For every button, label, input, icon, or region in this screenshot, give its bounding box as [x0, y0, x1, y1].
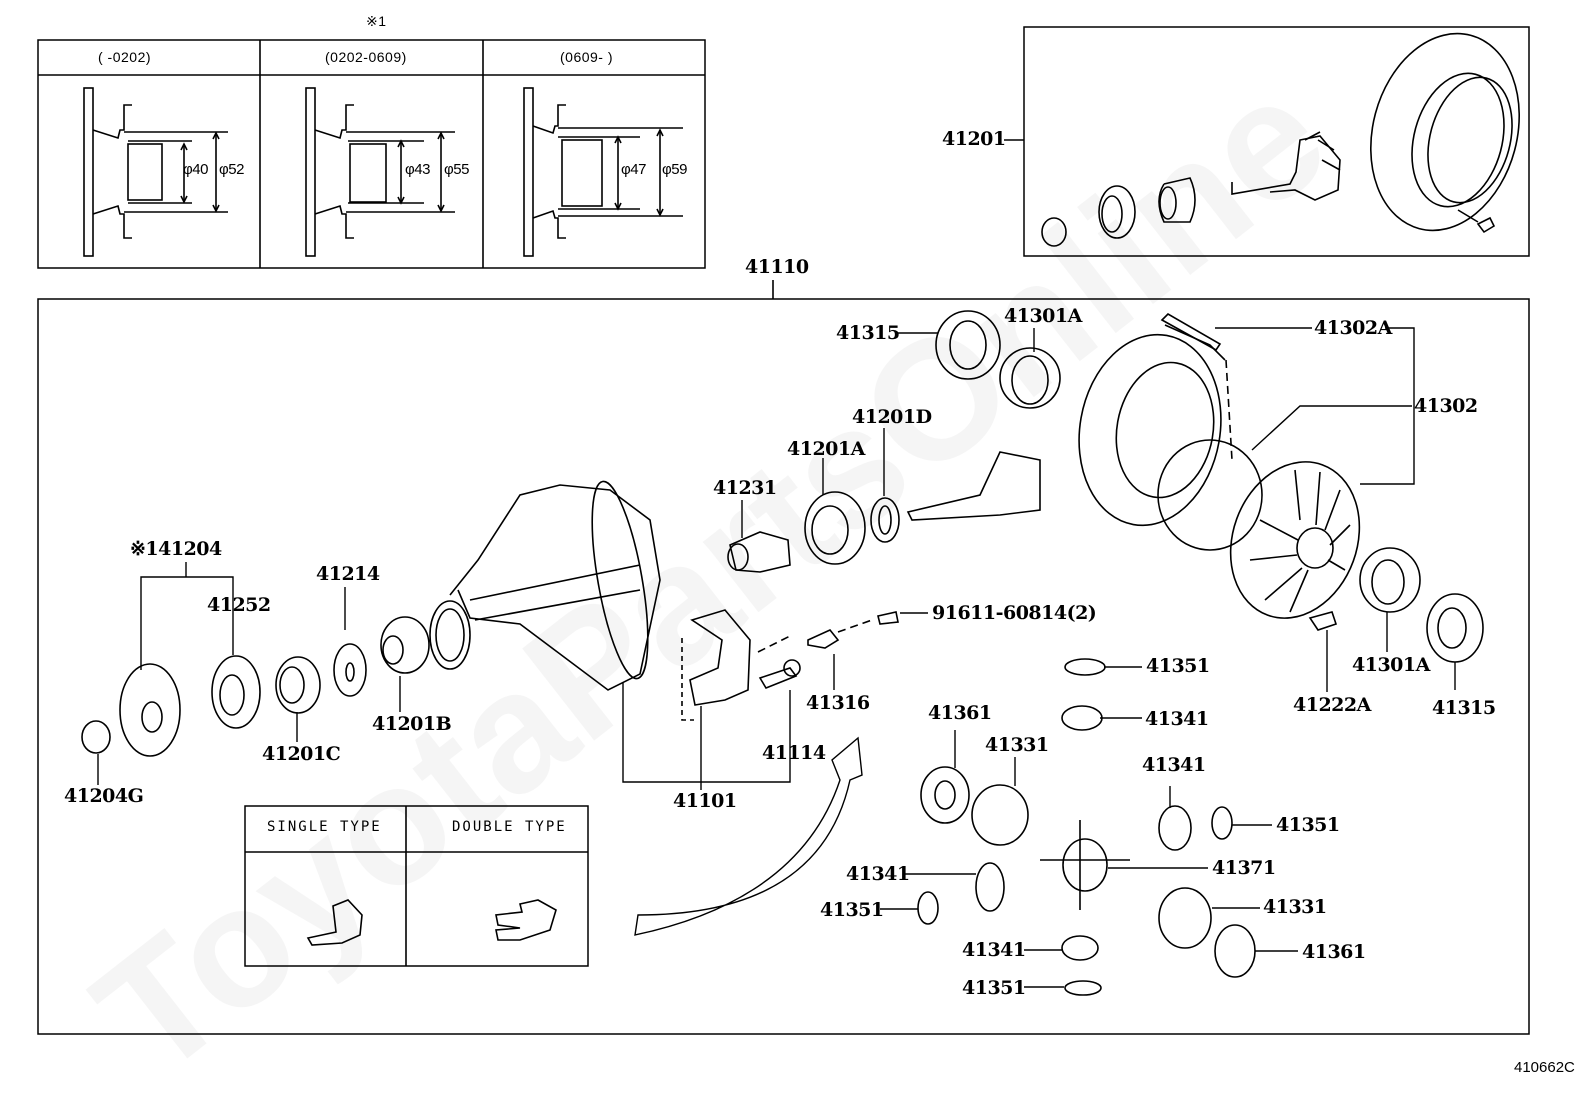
bearing-cap-drawing — [681, 609, 801, 721]
part-label-41351[interactable]: 41351 — [820, 899, 884, 921]
part-label-91611-60814[interactable]: 91611-60814(2) — [932, 602, 1097, 624]
variant-3-outer-dim: φ59 — [662, 161, 687, 178]
flange-section-3 — [523, 87, 683, 257]
part-label-41316[interactable]: 41316 — [806, 692, 870, 714]
part-label-41351[interactable]: 41351 — [1146, 655, 1210, 677]
leader-lines — [97, 327, 1456, 988]
kit-small-parts — [1041, 177, 1496, 247]
part-label-41101[interactable]: 41101 — [673, 790, 737, 812]
variant-header-2: (0202-0609) — [325, 49, 407, 65]
variant-table — [37, 39, 706, 269]
pinion-ring-gear-kit-box — [1004, 26, 1530, 257]
part-label-41301A[interactable]: 41301A — [1004, 305, 1082, 327]
part-label-41361[interactable]: 41361 — [1302, 941, 1366, 963]
diff-internal-parts-drawing — [917, 658, 1256, 996]
left-parts-drawing — [81, 616, 430, 757]
main-assembly-box — [37, 280, 1530, 1035]
part-label-41252[interactable]: 41252 — [207, 594, 271, 616]
part-label-41231[interactable]: 41231 — [713, 477, 777, 499]
flange-section-2 — [305, 87, 455, 257]
part-label-41222A[interactable]: 41222A — [1293, 694, 1371, 716]
ring-gear-main-drawing — [1078, 313, 1233, 527]
part-label-41302A[interactable]: 41302A — [1314, 317, 1392, 339]
variant-1-outer-dim: φ52 — [219, 161, 244, 178]
note-mark: ※1 — [366, 13, 387, 29]
bracket-type-table — [244, 805, 589, 967]
part-label-41201C[interactable]: 41201C — [262, 743, 341, 765]
part-label-41361[interactable]: 41361 — [928, 702, 992, 724]
part-label-41201B[interactable]: 41201B — [372, 713, 452, 735]
right-bearings-drawing — [935, 310, 1484, 663]
part-label-41371[interactable]: 41371 — [1212, 857, 1276, 879]
carrier-housing-drawing — [429, 480, 661, 691]
part-label-41204G[interactable]: 41204G — [64, 785, 144, 807]
part-label-41302[interactable]: 41302 — [1414, 395, 1478, 417]
part-label-41201[interactable]: 41201 — [942, 128, 1006, 150]
part-label-41331[interactable]: 41331 — [985, 734, 1049, 756]
part-label-41341[interactable]: 41341 — [962, 939, 1026, 961]
part-label-41315[interactable]: 41315 — [836, 322, 900, 344]
variant-header-1: ( -0202) — [98, 49, 152, 65]
part-label-41201D[interactable]: 41201D — [852, 406, 932, 428]
part-label-41301A-lower[interactable]: 41301A — [1352, 654, 1430, 676]
single-type-header: SINGLE TYPE — [267, 819, 382, 835]
part-label-41214[interactable]: 41214 — [316, 563, 380, 585]
part-label-41204[interactable]: ※141204 — [130, 538, 222, 560]
assembly-direction-arrow — [634, 736, 863, 936]
flange-section-1 — [83, 87, 228, 257]
variant-3-inner-dim: φ47 — [621, 161, 646, 178]
part-label-41114[interactable]: 41114 — [762, 742, 826, 764]
variant-2-inner-dim: φ43 — [405, 161, 430, 178]
figure-code: 410662C — [1514, 1059, 1575, 1076]
variant-1-inner-dim: φ40 — [183, 161, 208, 178]
double-type-header: DOUBLE TYPE — [452, 819, 567, 835]
part-label-41351[interactable]: 41351 — [962, 977, 1026, 999]
part-label-41351[interactable]: 41351 — [1276, 814, 1340, 836]
diff-case-drawing — [1157, 439, 1361, 619]
drive-pinion-drawing — [1231, 131, 1341, 201]
single-type-bracket-icon — [306, 899, 363, 946]
part-label-41331[interactable]: 41331 — [1263, 896, 1327, 918]
variant-header-3: (0609- ) — [560, 49, 614, 65]
part-label-41315-lower[interactable]: 41315 — [1432, 697, 1496, 719]
double-type-bracket-icon — [495, 899, 557, 941]
part-label-41341[interactable]: 41341 — [1142, 754, 1206, 776]
lock-bracket-drawing — [807, 611, 899, 649]
ring-gear-drawing — [1369, 32, 1521, 232]
pinion-bearing-parts-drawing — [727, 451, 1041, 573]
part-label-41201A[interactable]: 41201A — [787, 438, 865, 460]
part-label-41341[interactable]: 41341 — [1145, 708, 1209, 730]
part-label-41110[interactable]: 41110 — [745, 256, 809, 278]
part-label-41341[interactable]: 41341 — [846, 863, 910, 885]
variant-2-outer-dim: φ55 — [444, 161, 469, 178]
